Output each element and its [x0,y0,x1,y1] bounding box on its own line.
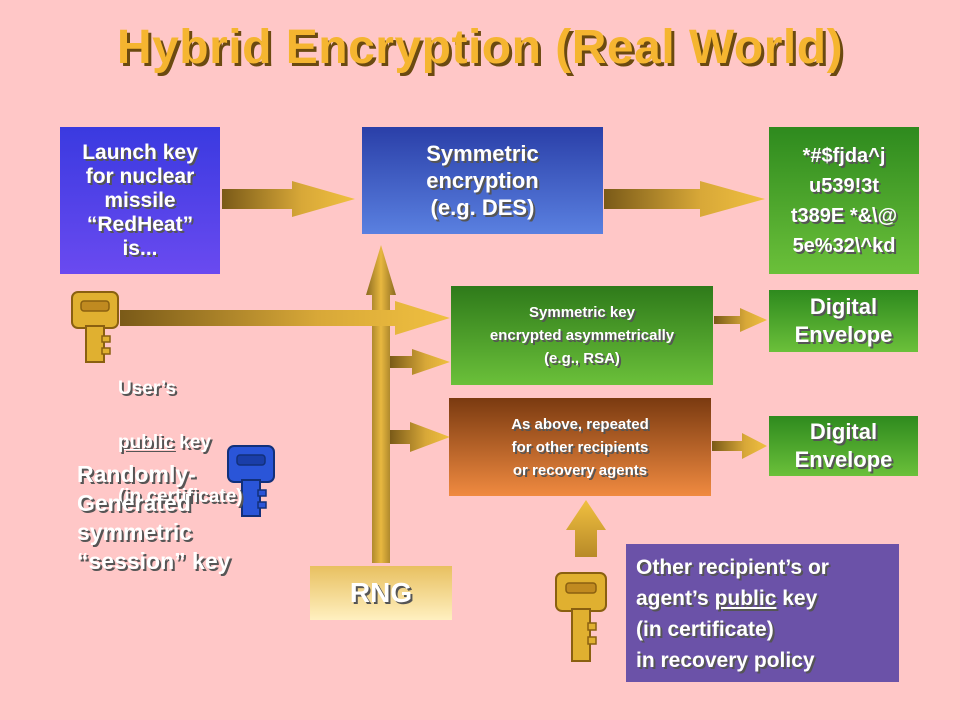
user-public-key-label: User’s public key (in certificate) [118,348,243,537]
ciphertext-text: *#$fjda^j u539!3t t389E *&\@ 5e%32\^kd [790,144,898,257]
other-recipient-line4: in recovery policy [636,649,815,672]
ciphertext-box: *#$fjda^j u539!3t t389E *&\@ 5e%32\^kd [769,127,919,274]
arrow-repeat-to-envelope [712,433,767,459]
other-recipient-line2: agent’s public key [636,583,889,614]
other-recipient-post: key [776,587,818,610]
digital-envelope-box: Digital Envelope [769,290,918,352]
other-recipient-underlined: public [714,587,777,610]
arrow-rng-up [366,245,396,563]
repeat-recipients-box: As above, repeated for other recipients … [449,398,711,496]
digital-envelope-text: Digital Envelope [794,419,893,472]
arrow-asym-to-envelope [714,308,767,332]
page-title: Hybrid Encryption (Real World) [116,21,844,74]
repeat-recipients-text: As above, repeated for other recipients … [511,415,649,479]
rng-text: RNG [349,577,413,608]
other-recipient-line1: Other recipient’s or [636,556,829,579]
arrow-pubkey-to-asym [120,301,450,335]
arrow-plaintext-to-symmetric [222,181,355,217]
arrow-sessionkey-to-asym [390,349,450,375]
other-recipient-pre: agent’s [636,587,715,610]
symmetric-encryption-text: Symmetric encryption (e.g. DES) [426,141,539,220]
user-key-after: key [173,432,211,453]
gold-key-icon [71,291,119,363]
session-key-label: Randomly- Generated symmetric “session” … [77,461,231,574]
arrow-otherkey-to-repeat [566,500,606,557]
gold-key-icon [555,572,607,662]
user-key-line2: public key [118,429,243,456]
digital-envelope-box: Digital Envelope [769,416,918,476]
other-recipient-box: Other recipient’s or agent’s public key … [626,544,899,682]
user-key-line1: User’s [118,378,177,399]
other-recipient-line3: (in certificate) [636,618,774,641]
digital-envelope-text: Digital Envelope [794,294,893,347]
arrow-symmetric-to-ciphertext [604,181,765,217]
symmetric-encryption-box: Symmetric encryption (e.g. DES) [362,127,603,234]
plaintext-text: Launch key for nuclear missile “RedHeat”… [82,140,198,260]
asymmetric-key-box: Symmetric key encrypted asymmetrically (… [451,286,713,385]
asymmetric-key-text: Symmetric key encrypted asymmetrically (… [489,304,675,367]
rng-box: RNG [310,566,452,620]
plaintext-box: Launch key for nuclear missile “RedHeat”… [60,127,220,274]
user-key-line3: (in certificate) [118,486,243,507]
user-key-underlined: public [118,432,174,453]
blue-key-icon [227,445,275,517]
arrow-sessionkey-to-repeat [390,422,450,452]
